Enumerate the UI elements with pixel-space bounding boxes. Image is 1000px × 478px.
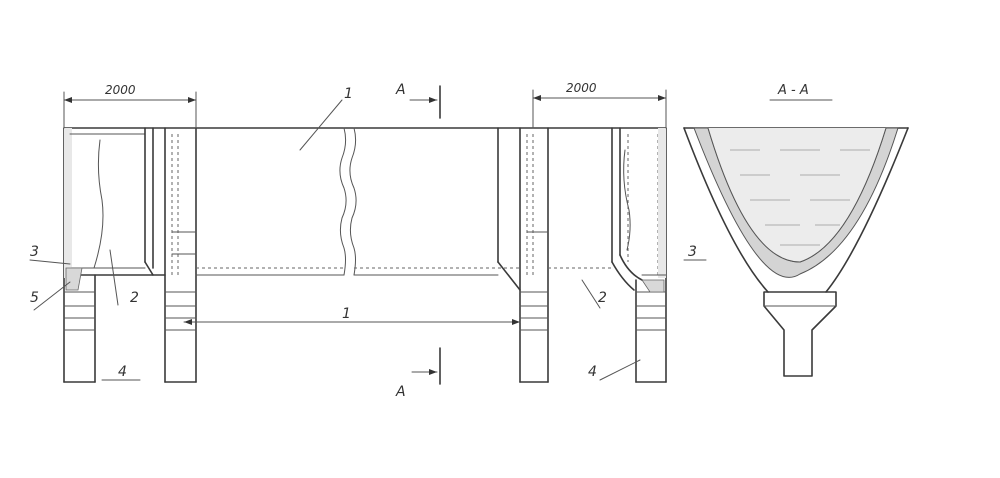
corner-infill-left — [65, 267, 83, 291]
partition-right-stroke — [623, 149, 631, 251]
dimension-right — [532, 89, 667, 129]
section-marker-top-label: A — [395, 82, 406, 98]
section-a-a — [683, 127, 909, 377]
label-pipe-right: 4 — [588, 364, 597, 380]
label-level-right: 3 — [688, 244, 697, 260]
dimension-left-label: 2000 — [105, 83, 136, 97]
section-marker-bottom-label: A — [395, 384, 406, 400]
label-corner-left: 5 — [30, 290, 39, 306]
label-partition-right: 2 — [598, 290, 607, 306]
corner-infill-right — [641, 279, 665, 293]
label-level-left: 3 — [30, 244, 39, 260]
dimension-left — [63, 91, 197, 129]
dimension-bottom — [183, 319, 521, 325]
dimension-right-label: 2000 — [566, 81, 597, 95]
leader-partition-left — [109, 249, 119, 306]
label-tank-bottom: 1 — [342, 306, 351, 322]
partition-left-stroke — [93, 139, 104, 269]
label-tank: 1 — [344, 86, 353, 102]
label-pipe-left: 4 — [118, 364, 127, 380]
leader-pipe-right — [599, 359, 641, 381]
label-partition-left: 2 — [130, 290, 139, 306]
leader-level-left — [29, 259, 71, 265]
leader-partition-right — [581, 279, 601, 309]
tank-elevation — [63, 127, 667, 383]
section-title: A - A — [777, 83, 809, 98]
leader-corner-left — [33, 281, 71, 311]
section-marker-top — [409, 85, 441, 119]
leader-tank — [299, 99, 343, 151]
section-marker-bottom — [411, 347, 441, 385]
